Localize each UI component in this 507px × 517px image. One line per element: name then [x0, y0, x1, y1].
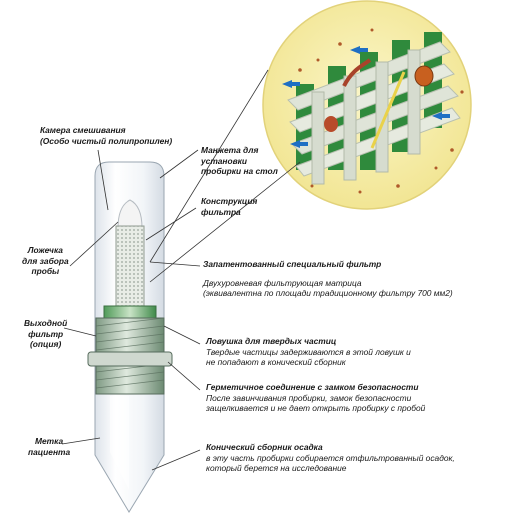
desc-conical-collector-title: Конический сборник осадка — [206, 442, 323, 452]
desc-conical-collector: Конический сборник осадка в эту часть пр… — [206, 442, 455, 473]
desc-patented-filter-title: Запатентованный специальный фильтр — [203, 259, 382, 269]
desc-hermetic-seal: Герметичное соединение с замком безопасн… — [206, 382, 426, 413]
label-cuff: Манжета для установки пробирки на стол — [201, 145, 278, 176]
desc-solid-trap-title: Ловушка для твердых частиц — [206, 336, 337, 346]
desc-hermetic-seal-title: Герметичное соединение с замком безопасн… — [206, 382, 419, 392]
label-spoon: Ложечка для забора пробы — [22, 245, 69, 276]
label-filter-construction: Конструкция фильтра — [201, 196, 258, 217]
label-outlet-filter: Выходной фильтр (опция) — [24, 318, 68, 349]
sample-tube — [87, 161, 173, 513]
leader-lines — [61, 69, 301, 471]
desc-solid-trap: Ловушка для твердых частиц Твердые части… — [206, 336, 411, 367]
label-mixing-chamber: Камера смешивания (Особо чистый полипроп… — [40, 125, 173, 146]
desc-patented-filter: Запатентованный специальный фильтр Двуху… — [203, 259, 453, 298]
label-patient-mark: Метка пациента — [28, 436, 71, 457]
magnified-filter-inset — [262, 0, 472, 210]
